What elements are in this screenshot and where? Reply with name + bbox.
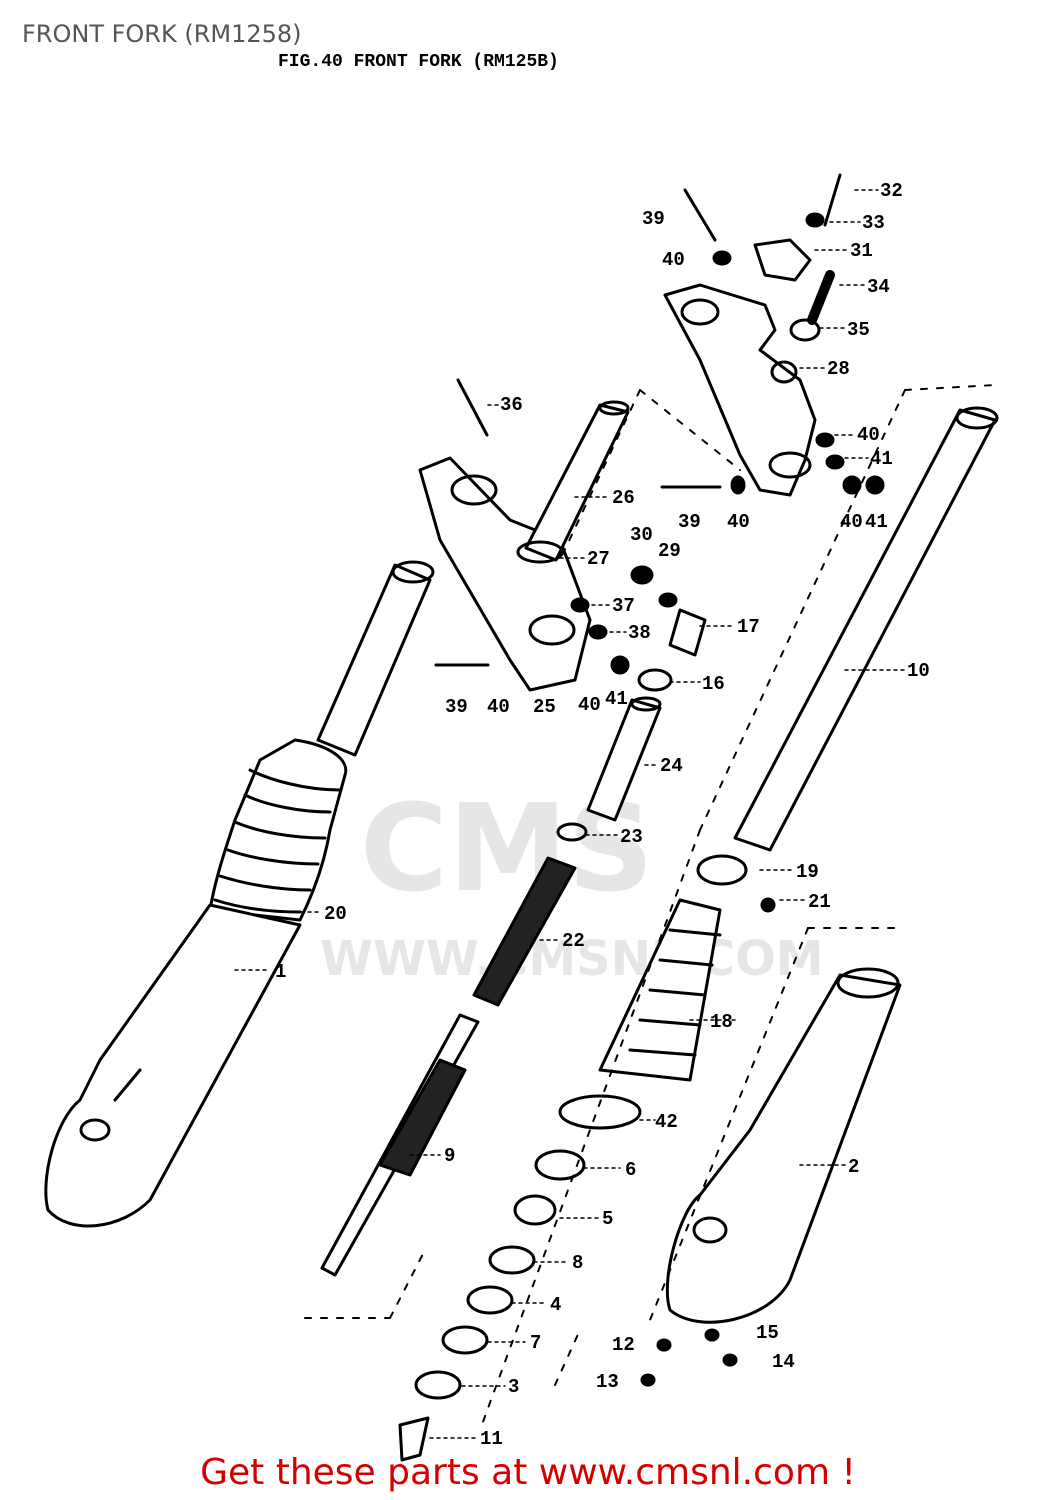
part-23-ring (556, 822, 588, 842)
part-1-left-fork (44, 560, 435, 1228)
label-8: 8 (572, 1252, 583, 1274)
label-31: 31 (850, 240, 873, 262)
leader-lines (234, 189, 906, 1439)
label-19: 19 (796, 861, 819, 883)
label-39b: 39 (678, 511, 701, 533)
part-9-damper-rod (320, 1013, 480, 1277)
label-26: 26 (612, 487, 635, 509)
label-40b: 40 (857, 424, 880, 446)
label-12: 12 (612, 1334, 635, 1356)
part-22-spring (472, 856, 577, 1007)
label-41a: 41 (870, 448, 893, 470)
label-40a: 40 (662, 249, 685, 271)
label-32: 32 (880, 180, 903, 202)
part-42-band (558, 1094, 642, 1130)
label-41c: 41 (605, 688, 628, 710)
label-25: 25 (533, 696, 556, 718)
part-2-right-fork-leg (665, 967, 902, 1324)
part-upper-bracket (663, 238, 817, 497)
label-22: 22 (562, 930, 585, 952)
label-17: 17 (737, 616, 760, 638)
alignment-lines (304, 384, 996, 1431)
label-40c: 40 (727, 511, 750, 533)
label-24: 24 (660, 755, 683, 777)
fasteners (434, 173, 885, 1387)
part-18-boot (598, 898, 722, 1082)
label-13: 13 (596, 1371, 619, 1393)
label-28: 28 (827, 358, 850, 380)
label-30: 30 (630, 524, 653, 546)
label-20: 20 (324, 903, 347, 925)
label-2: 2 (848, 1156, 859, 1178)
figure-caption: FIG.40 FRONT FORK (RM125B) (278, 52, 559, 72)
label-18: 18 (710, 1011, 733, 1033)
label-39a: 39 (642, 208, 665, 230)
label-15: 15 (756, 1322, 779, 1344)
label-27: 27 (587, 548, 610, 570)
label-6: 6 (625, 1159, 636, 1181)
label-40e: 40 (487, 696, 510, 718)
label-34: 34 (867, 276, 890, 298)
label-40f: 40 (578, 694, 601, 716)
part-19-clamp (696, 854, 748, 886)
page-title: FRONT FORK (RM1258) (22, 20, 302, 48)
part-labels: 32 33 39 31 40 34 35 28 36 40 41 26 39 4… (275, 180, 930, 1450)
label-7: 7 (530, 1332, 541, 1354)
label-11: 11 (480, 1428, 503, 1450)
label-38: 38 (628, 622, 651, 644)
label-41b: 41 (865, 511, 888, 533)
label-39c: 39 (445, 696, 468, 718)
label-14: 14 (772, 1351, 795, 1373)
label-3: 3 (508, 1376, 519, 1398)
label-4: 4 (550, 1294, 561, 1316)
label-35: 35 (847, 319, 870, 341)
label-9: 9 (444, 1145, 455, 1167)
seal-stack (398, 1149, 586, 1462)
part-10-outer-tube (733, 406, 999, 852)
part-26-steering-stem (516, 400, 630, 564)
label-42: 42 (655, 1111, 678, 1133)
label-36: 36 (500, 394, 523, 416)
shop-link-banner[interactable]: Get these parts at www.cmsnl.com ! (200, 1452, 856, 1493)
label-33: 33 (862, 212, 885, 234)
label-37: 37 (612, 595, 635, 617)
label-21: 21 (808, 891, 831, 913)
label-16: 16 (702, 673, 725, 695)
label-29: 29 (658, 540, 681, 562)
label-40d: 40 (840, 511, 863, 533)
part-25-lower-bracket (418, 456, 592, 692)
label-10: 10 (907, 660, 930, 682)
watermark-url: WWW.CMSNL.COM (320, 931, 824, 987)
part-24-tube (586, 696, 662, 822)
label-23: 23 (620, 826, 643, 848)
label-5: 5 (602, 1208, 613, 1230)
label-1: 1 (275, 961, 286, 983)
